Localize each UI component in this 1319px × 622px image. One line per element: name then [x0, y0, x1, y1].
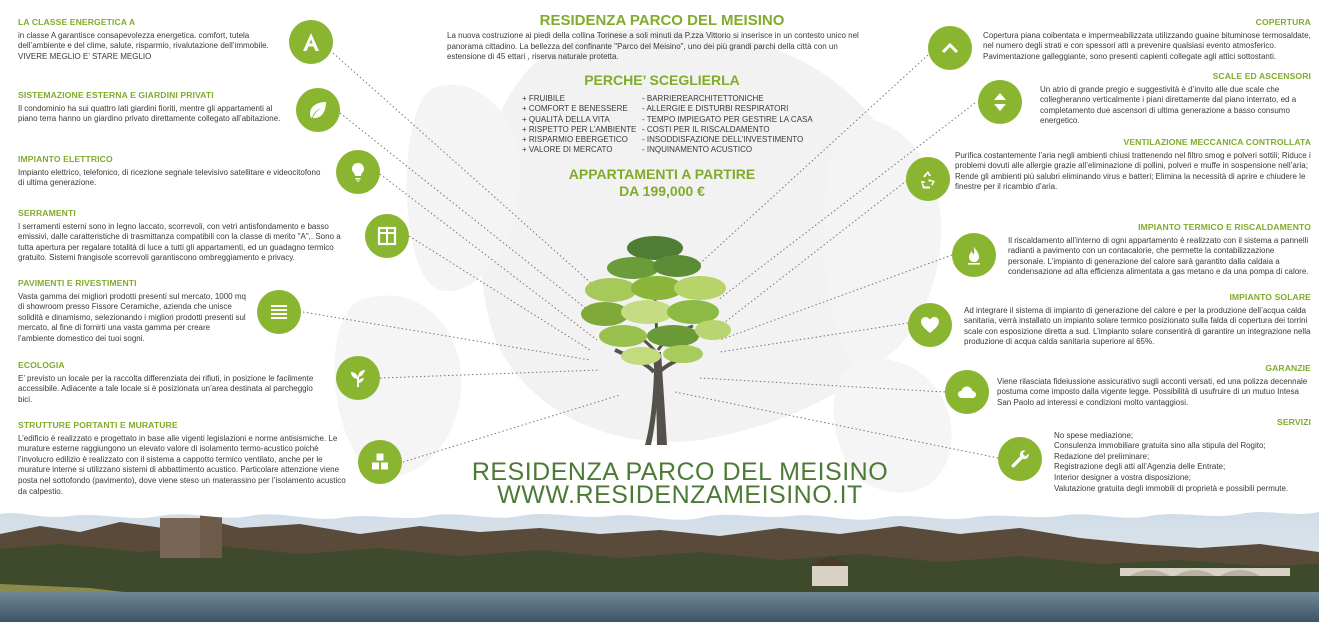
section-title: IMPIANTO TERMICO E RISCALDAMENTO — [1138, 222, 1311, 232]
section-text: Impianto elettrico, telefonico, di ricez… — [18, 167, 321, 188]
letter-a-icon — [289, 20, 333, 64]
pros-item: + VALORE DI MERCATO — [522, 145, 613, 155]
section-impianto-solare: IMPIANTO SOLARE Ad integrare il sistema … — [964, 292, 1311, 348]
section-title: COPERTURA — [1255, 17, 1311, 27]
section-text: E’ previsto un locale per la raccolta di… — [18, 373, 314, 404]
pros-item: + QUALITÀ DELLA VITA — [522, 114, 610, 124]
cons-item: - COSTI PER IL RISCALDAMENTO — [642, 124, 770, 134]
section-title: LA CLASSE ENERGETICA A — [18, 17, 136, 27]
section-text: Il condominio ha sui quattro lati giardi… — [18, 103, 281, 124]
servizi-line: Interior designer a vostra disposizione; — [1054, 472, 1191, 482]
footer-name: RESIDENZA PARCO DEL MEISINO — [471, 458, 889, 486]
section-title: GARANZIE — [1265, 363, 1311, 373]
pros-item: + FRUIBILE — [522, 94, 565, 103]
section-scale-ascensori: SCALE ED ASCENSORI Un atrio di grande pr… — [1040, 71, 1311, 127]
section-giardini: SISTEMAZIONE ESTERNA E GIARDINI PRIVATI … — [18, 90, 283, 125]
pros-list: + FRUIBILE + COMFORT E BENESSERE + QUALI… — [522, 94, 636, 156]
section-text: L’edificio è realizzato e progettato in … — [18, 433, 346, 496]
section-text: Viene rilasciata fideiussione assicurati… — [997, 376, 1308, 407]
price-line-1: APPARTAMENTI A PARTIRE — [568, 166, 756, 182]
cubes-icon — [358, 440, 402, 484]
section-title: ECOLOGIA — [18, 360, 65, 370]
section-title: SCALE ED ASCENSORI — [1212, 71, 1311, 81]
flame-icon — [952, 233, 996, 277]
section-text: in classe A garantisce consapevolezza en… — [18, 30, 269, 51]
section-strutture: STRUTTURE PORTANTI E MURATURE L’edificio… — [18, 420, 348, 497]
cons-item: - TEMPO IMPIEGATO PER GESTIRE LA CASA — [642, 114, 813, 124]
tree-logo — [581, 236, 731, 445]
section-title: SERVIZI — [1277, 417, 1311, 427]
cons-list: - BARRIEREARCHITETTONICHE - ALLERGIE E D… — [642, 94, 813, 156]
servizi-line: Redazione del preliminare; — [1054, 451, 1150, 461]
section-title: STRUTTURE PORTANTI E MURATURE — [18, 420, 178, 430]
why-title: PERCHE’ SCEGLIERLA — [584, 72, 740, 88]
leaf-icon — [296, 88, 340, 132]
section-copertura: COPERTURA Copertura piana coibentata e i… — [983, 17, 1311, 62]
heart-icon — [908, 303, 952, 347]
pros-item: + RISPARMIO EBERGETICO — [522, 135, 628, 145]
section-title: IMPIANTO ELETTRICO — [18, 154, 113, 164]
plant-icon — [336, 356, 380, 400]
cons-item: - ALLERGIE E DISTURBI RESPIRATORI — [642, 104, 789, 114]
section-title: PAVIMENTI E RIVESTIMENTI — [18, 278, 137, 288]
recycle-icon — [906, 157, 950, 201]
section-text: Purifica costantemente l’aria negli ambi… — [955, 150, 1311, 192]
section-servizi: SERVIZI No spese mediazione; Consulenza … — [1054, 417, 1311, 494]
cons-item: - BARRIEREARCHITETTONICHE — [642, 94, 764, 103]
section-impianto-elettrico: IMPIANTO ELETTRICO Impianto elettrico, t… — [18, 154, 328, 189]
wrench-icon — [998, 437, 1042, 481]
price-line-2: DA 199,000 € — [619, 183, 705, 199]
section-impianto-termico: IMPIANTO TERMICO E RISCALDAMENTO Il risc… — [1008, 222, 1311, 278]
section-classe-energetica: LA CLASSE ENERGETICA A in classe A garan… — [18, 17, 286, 62]
section-tagline: VIVERE MEGLIO E’ STARE MEGLIO — [18, 51, 152, 61]
cloud-icon — [945, 370, 989, 414]
section-title: IMPIANTO SOLARE — [1229, 292, 1311, 302]
servizi-line: Consulenza immobiliare gratuita sino all… — [1054, 441, 1266, 451]
landscape-photo — [0, 504, 1319, 622]
servizi-line: No spese mediazione; — [1054, 430, 1134, 440]
section-text: I serramenti esterni sono in legno lacca… — [18, 221, 341, 263]
elevator-arrows-icon — [978, 80, 1022, 124]
servizi-line: Registrazione degli atti all’Agenzia del… — [1054, 462, 1226, 472]
floor-lines-icon — [257, 290, 301, 334]
intro-text: La nuova costruzione ai piedi della coll… — [447, 31, 859, 61]
cons-item: - INSODDISFAZIONE DELL’INVESTIMENTO — [642, 135, 804, 145]
section-garanzie: GARANZIE Viene rilasciata fideiussione a… — [997, 363, 1311, 408]
section-title: SERRAMENTI — [18, 208, 76, 218]
window-icon — [365, 214, 409, 258]
lightbulb-icon — [336, 150, 380, 194]
section-text: Un atrio di grande pregio e suggestività… — [1040, 84, 1297, 126]
section-text: Ad integrare il sistema di impianto di g… — [964, 305, 1311, 347]
pros-item: + RISPETTO PER L’AMBIENTE — [522, 124, 637, 134]
section-text: Copertura piana coibentata e impermeabil… — [983, 30, 1311, 61]
section-title: SISTEMAZIONE ESTERNA E GIARDINI PRIVATI — [18, 90, 214, 100]
section-pavimenti: PAVIMENTI E RIVESTIMENTI Vasta gamma dei… — [18, 278, 246, 345]
section-serramenti: SERRAMENTI I serramenti esterni sono in … — [18, 208, 358, 264]
section-title: VENTILAZIONE MECCANICA CONTROLLATA — [1123, 137, 1311, 147]
page-title: RESIDENZA PARCO DEL MEISINO — [539, 12, 785, 29]
section-text: Il riscaldamento all’interno di ogni app… — [1008, 235, 1309, 277]
section-ecologia: ECOLOGIA E’ previsto un locale per la ra… — [18, 360, 328, 405]
cons-item: - INQUINAMENTO ACUSTICO — [642, 145, 753, 155]
section-ventilazione: VENTILAZIONE MECCANICA CONTROLLATA Purif… — [955, 137, 1311, 193]
chevron-up-icon — [928, 26, 972, 70]
servizi-line: Valutazione gratuita degli immobili di p… — [1054, 483, 1289, 493]
section-text: Vasta gamma dei migliori prodotti presen… — [18, 291, 246, 343]
pros-item: + COMFORT E BENESSERE — [522, 104, 628, 114]
